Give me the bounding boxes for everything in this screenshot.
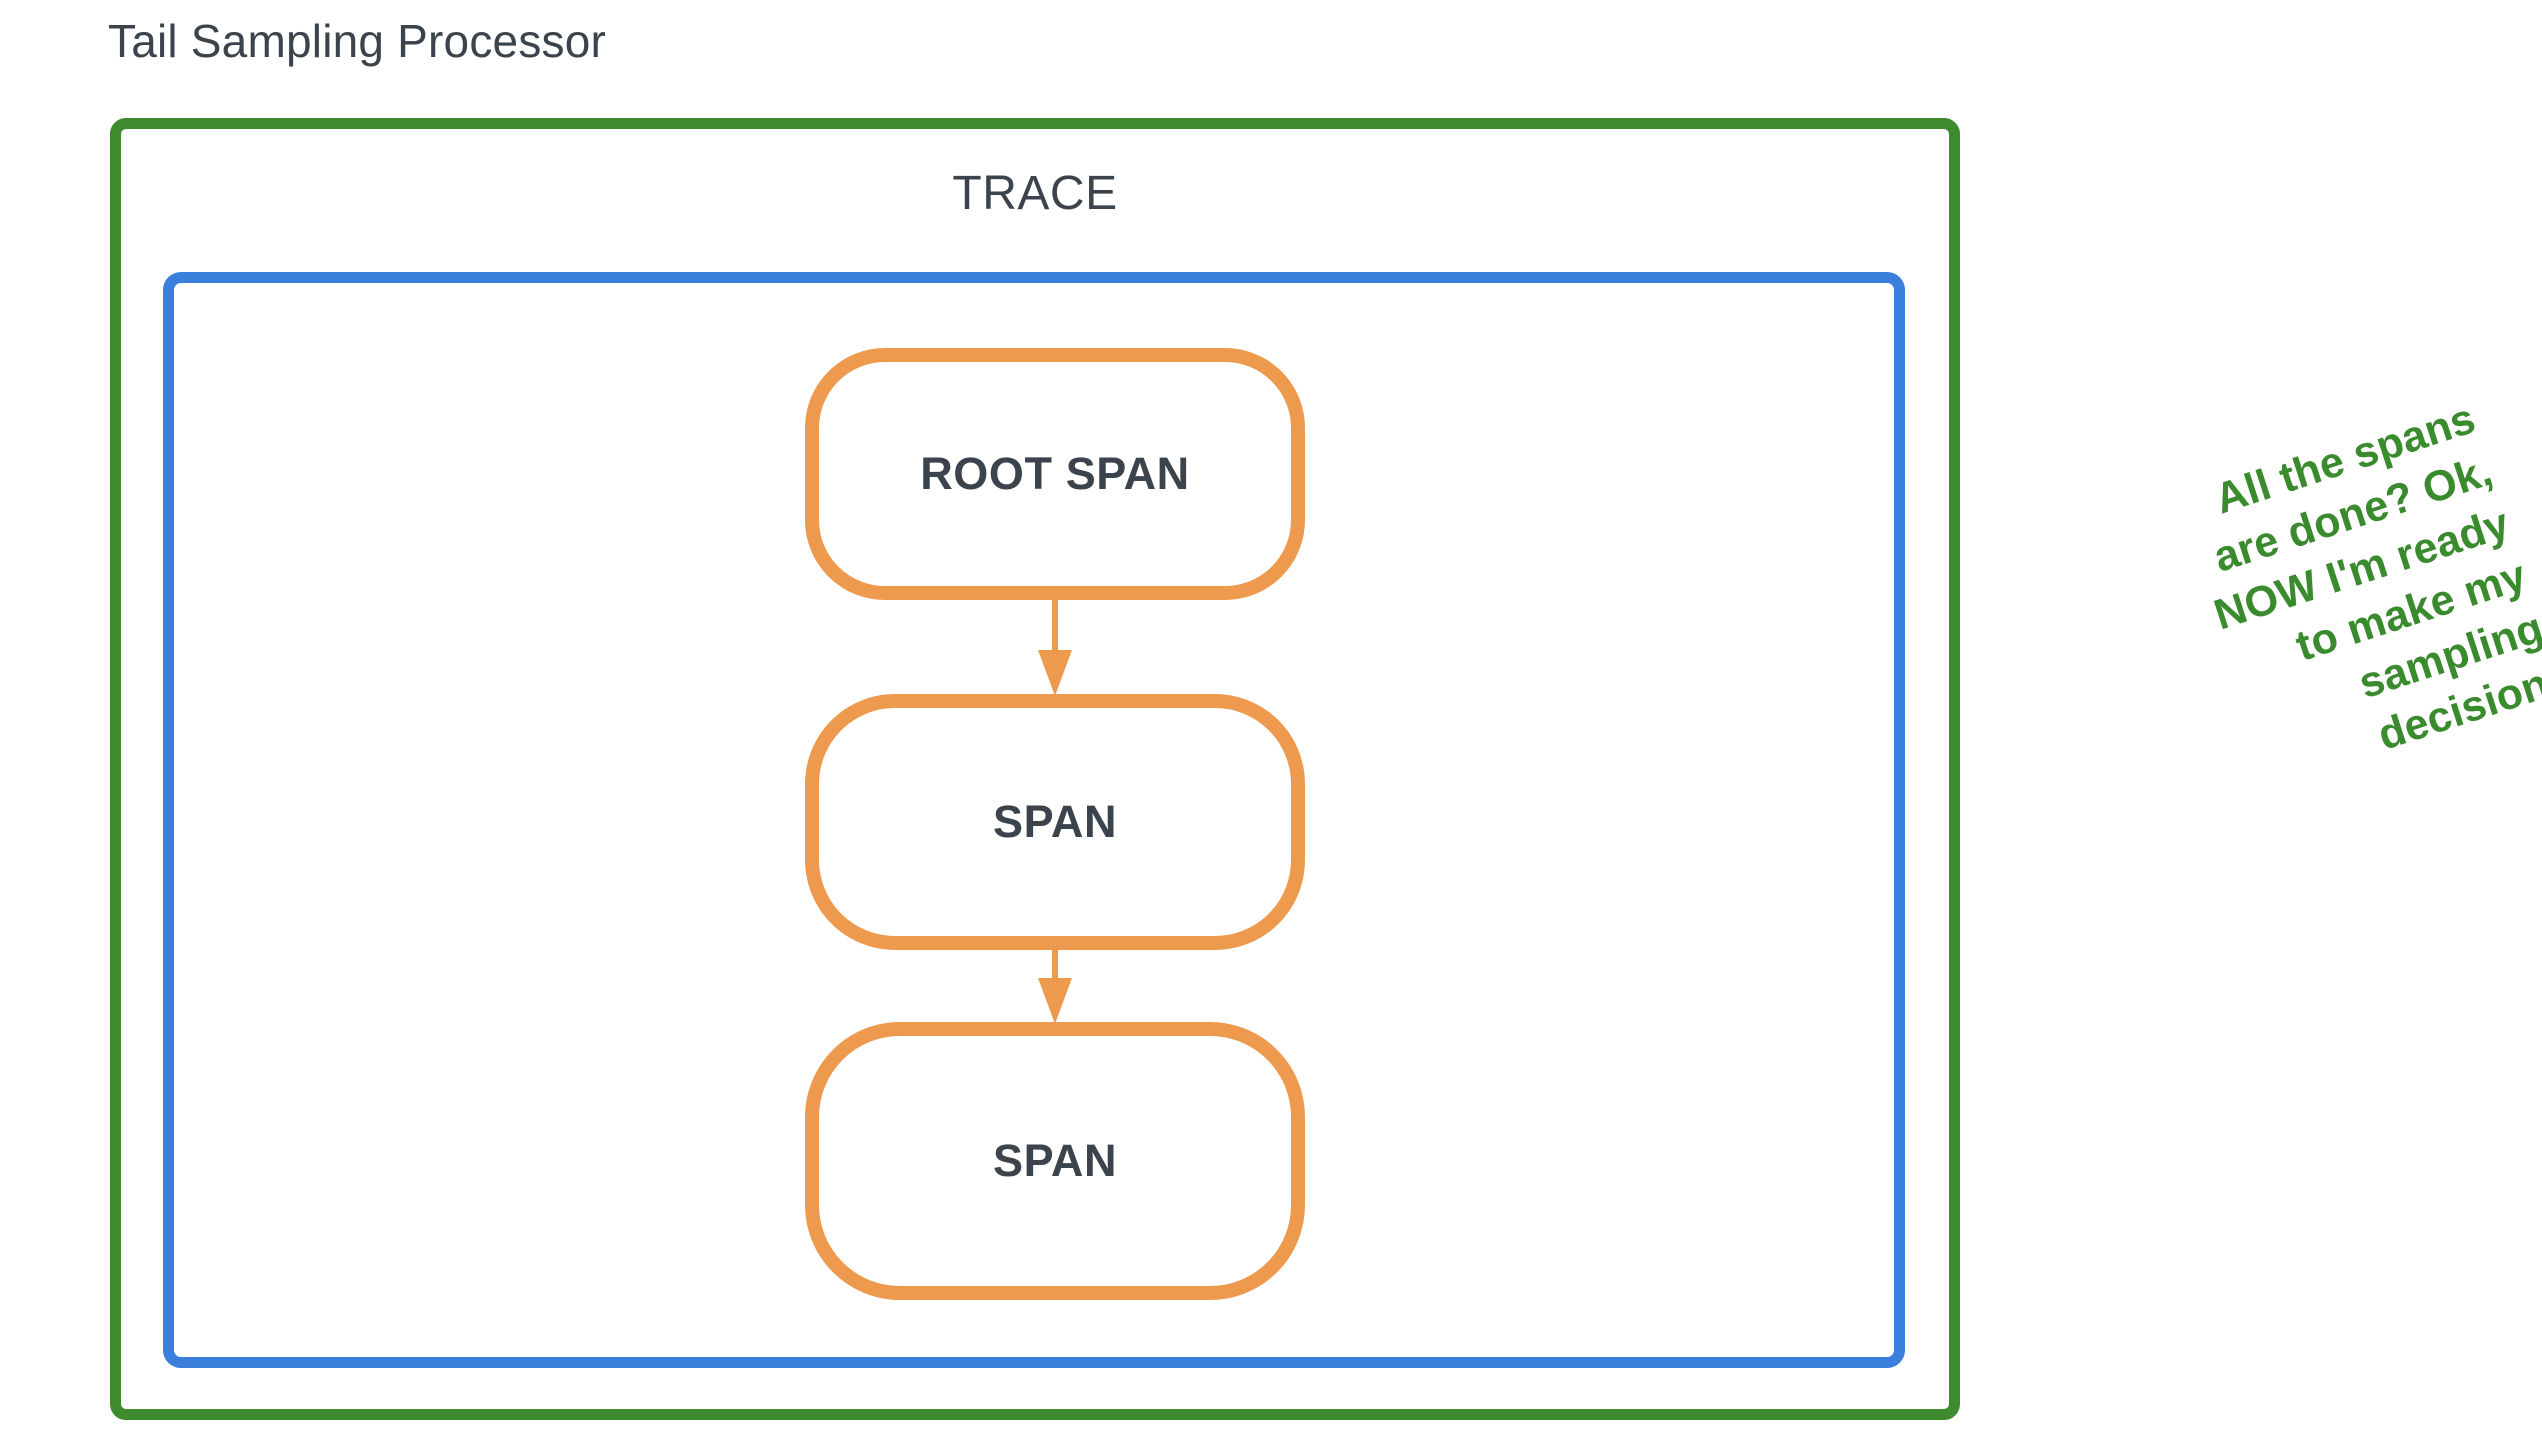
span-node-2-label: SPAN <box>992 1135 1118 1186</box>
arrow-head-icon <box>1038 978 1072 1024</box>
arrow-span-1-to-span-2 <box>1035 950 1075 1024</box>
arrow-head-icon <box>1038 650 1072 696</box>
span-node-root[interactable]: ROOT SPAN <box>805 348 1305 600</box>
span-node-1-label: SPAN <box>992 796 1118 847</box>
arrow-stem <box>1052 600 1058 652</box>
arrow-root-to-span-1 <box>1035 600 1075 696</box>
span-node-1[interactable]: SPAN <box>805 694 1305 950</box>
span-node-2[interactable]: SPAN <box>805 1022 1305 1300</box>
arrow-stem <box>1052 950 1058 980</box>
processor-title: Tail Sampling Processor <box>108 15 607 67</box>
tail-sampling-processor-boundary <box>110 118 1960 1420</box>
sampling-decision-annotation: All the spans are done? Ok, NOW I'm read… <box>1933 392 2542 879</box>
trace-label: TRACE <box>952 167 1118 220</box>
trace-boundary <box>163 272 1905 1368</box>
span-node-root-label: ROOT SPAN <box>920 448 1190 499</box>
